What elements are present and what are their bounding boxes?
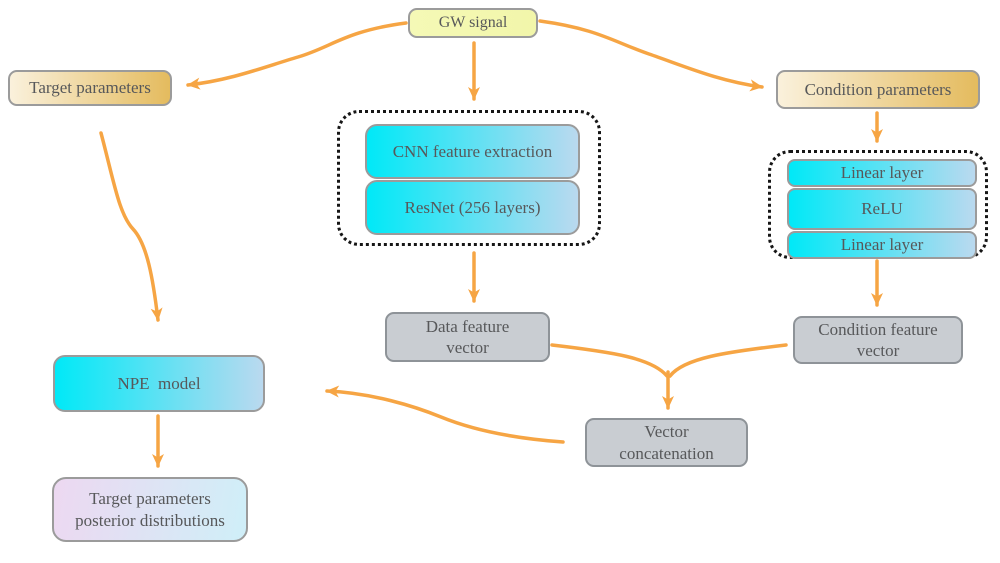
node-vector-concatenation: Vector concatenation <box>585 418 748 467</box>
node-linear-layer-2-label: Linear layer <box>840 235 924 255</box>
node-relu: ReLU <box>787 188 977 230</box>
node-posterior-distributions-label: Target parameters posterior distribution… <box>75 489 225 530</box>
node-linear-layer-2: Linear layer <box>787 231 977 259</box>
edge-target-to-npe <box>99 131 163 322</box>
node-target-parameters: Target parameters <box>8 70 172 106</box>
node-data-feature-vector-label: Data feature vector <box>425 316 510 357</box>
node-linear-layer-1-label: Linear layer <box>840 163 924 183</box>
group-cnn-resnet: CNN feature extraction ResNet (256 layer… <box>337 110 601 246</box>
node-npe-model-label: NPE model <box>117 373 201 393</box>
node-vector-concatenation-label: Vector concatenation <box>619 422 714 463</box>
node-gw-signal-label: GW signal <box>438 14 508 31</box>
node-cnn-feature-extraction-label: CNN feature extraction <box>392 141 553 161</box>
node-target-parameters-label: Target parameters <box>29 78 151 98</box>
edge-condvector-to-merge <box>668 343 788 378</box>
node-condition-feature-vector-label: Condition feature vector <box>818 319 938 360</box>
group-linear-relu-linear: Linear layer ReLU Linear layer <box>768 150 988 259</box>
node-resnet: ResNet (256 layers) <box>365 180 580 235</box>
node-condition-feature-vector: Condition feature vector <box>793 316 963 364</box>
node-npe-model: NPE model <box>53 355 265 412</box>
node-posterior-distributions: Target parameters posterior distribution… <box>52 477 248 542</box>
edge-gw-to-condition <box>538 19 764 92</box>
node-resnet-label: ResNet (256 layers) <box>404 197 541 217</box>
edge-gw-to-target <box>186 21 408 90</box>
edge-concat-to-npe <box>325 385 565 444</box>
edge-datavector-to-merge <box>550 343 669 378</box>
node-linear-layer-1: Linear layer <box>787 159 977 187</box>
node-gw-signal: GW signal <box>408 8 538 38</box>
node-condition-parameters: Condition parameters <box>776 70 980 109</box>
node-relu-label: ReLU <box>861 199 903 219</box>
node-cnn-feature-extraction: CNN feature extraction <box>365 124 580 179</box>
node-condition-parameters-label: Condition parameters <box>804 79 952 99</box>
node-data-feature-vector: Data feature vector <box>385 312 550 362</box>
